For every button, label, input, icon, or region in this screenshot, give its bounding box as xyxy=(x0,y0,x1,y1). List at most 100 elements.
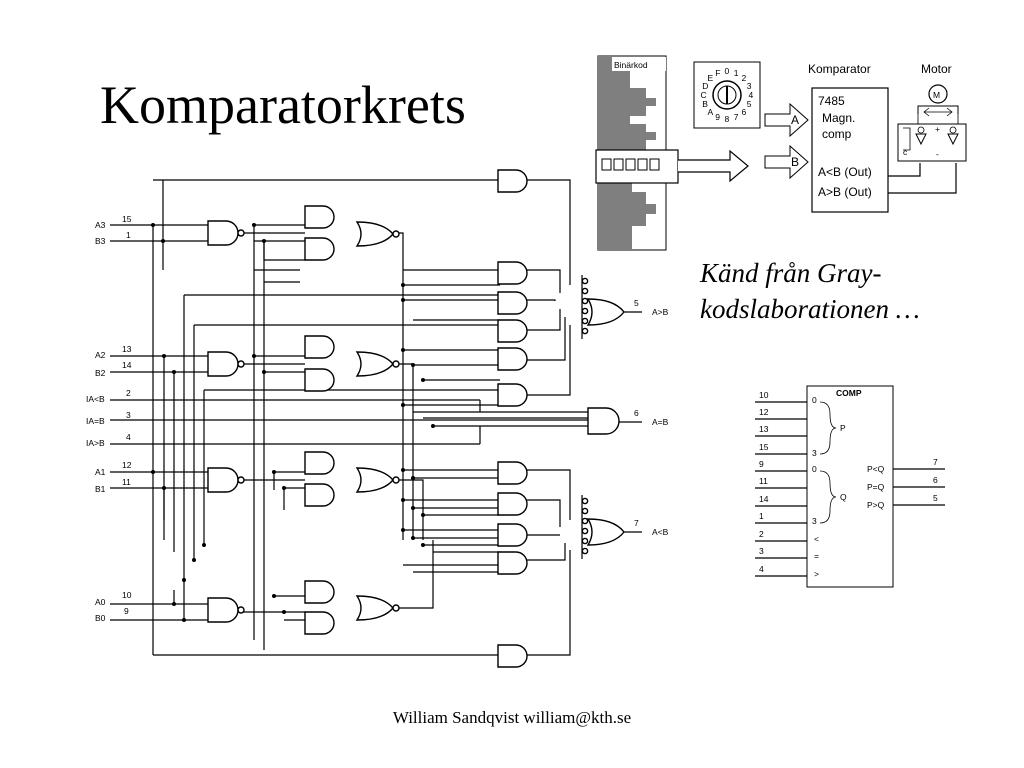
dial-char: F xyxy=(715,68,720,78)
and-gate xyxy=(497,492,528,516)
dial-char: 7 xyxy=(734,112,739,122)
wire xyxy=(524,309,561,331)
comp-pin-number: 15 xyxy=(759,442,769,452)
junction-dot xyxy=(431,424,435,428)
comp-pin-number: 13 xyxy=(759,424,769,434)
q-bit-0: 0 xyxy=(812,464,817,474)
input-label-a0: A0 xyxy=(95,597,106,607)
and-gate xyxy=(497,291,528,315)
junction-dot xyxy=(172,370,176,374)
input-pin-b1: 11 xyxy=(122,477,131,487)
q-label: Q xyxy=(840,492,847,502)
dial-char: E xyxy=(708,73,714,83)
and-gate xyxy=(304,368,335,392)
input-label-a2: A2 xyxy=(95,350,106,360)
p-bit-3: 3 xyxy=(812,448,817,458)
input-pin-a1: 12 xyxy=(122,460,132,470)
input-pin-iaeqb: 3 xyxy=(126,410,131,420)
chip-out-lt: A<B (Out) xyxy=(818,165,872,179)
wire xyxy=(524,469,571,520)
input-label-b0: B0 xyxy=(95,613,106,623)
and-gate xyxy=(304,483,335,507)
comp-out-label: P=Q xyxy=(867,482,885,492)
junction-dot xyxy=(262,370,266,374)
binary-label: Binärkod xyxy=(614,60,648,70)
junction-dot xyxy=(151,470,155,474)
dial-char: 9 xyxy=(715,112,720,122)
nor-gate xyxy=(355,595,394,621)
caption: Känd från Gray- kodslaborationen … xyxy=(700,255,1000,327)
inverter-bubble xyxy=(237,476,245,484)
junction-dot xyxy=(421,378,425,382)
comp-out-pin: 7 xyxy=(933,457,938,467)
arrow-to-b xyxy=(678,149,749,183)
junction-dot xyxy=(401,283,405,287)
input-pin-b3: 1 xyxy=(126,230,131,240)
comp-outputs: P<Q7P=Q6P>Q5 xyxy=(867,457,945,510)
and-gate xyxy=(304,205,335,229)
comp-pin-number: 14 xyxy=(759,494,769,504)
input-label-ialtb: IA<B xyxy=(86,394,105,404)
cascade-gt: > xyxy=(814,569,819,579)
caption-line-1: Känd från Gray- xyxy=(700,258,882,288)
dial-char: D xyxy=(702,81,708,91)
wire xyxy=(524,317,566,361)
junction-dot xyxy=(272,470,276,474)
and-gate xyxy=(304,580,335,604)
inverter-bubble xyxy=(392,360,400,368)
q-bit-3: 3 xyxy=(812,516,817,526)
arrow-a-label: A xyxy=(791,113,799,127)
wire-lt-to-motor xyxy=(888,163,921,177)
caption-line-2: kodslaborationen … xyxy=(700,294,920,324)
wire-gt-to-motor xyxy=(888,163,957,194)
junction-dot xyxy=(401,498,405,502)
junction-dot xyxy=(282,610,286,614)
and-gate xyxy=(497,644,528,668)
junction-dot xyxy=(401,528,405,532)
wire xyxy=(524,550,571,656)
comparator-label: Komparator xyxy=(808,62,871,76)
read-cell-2 xyxy=(613,158,624,171)
junction-dot xyxy=(161,239,165,243)
junction-dot xyxy=(411,476,415,480)
schematic-labels: A3 15 B3 1 A2 13 B2 14 IA<B 2 IA=B 3 IA>… xyxy=(86,214,669,623)
footer: William Sandqvist william@kth.se xyxy=(392,708,632,727)
and-gate xyxy=(497,169,528,193)
wire xyxy=(524,179,571,285)
junction-dot xyxy=(182,618,186,622)
inverter-bubble xyxy=(237,360,245,368)
or-gate xyxy=(586,518,625,546)
junction-dot xyxy=(252,354,256,358)
and-gate xyxy=(497,347,528,371)
input-label-iaeqb: IA=B xyxy=(86,416,105,426)
input-label-b1: B1 xyxy=(95,484,106,494)
junction-dot xyxy=(421,543,425,547)
output-pin-altb: 7 xyxy=(634,518,639,528)
dial-char: 8 xyxy=(725,114,730,124)
output-label-aeqb: A=B xyxy=(652,417,669,427)
wire xyxy=(524,543,566,561)
svg-text:-: - xyxy=(936,149,939,159)
junction-dot xyxy=(421,513,425,517)
dial-char: 4 xyxy=(749,90,754,100)
dial-char: 3 xyxy=(747,81,752,91)
input-pin-a3: 15 xyxy=(122,214,132,224)
arrow-b-label: B xyxy=(791,155,799,169)
binary-label-bg xyxy=(612,57,666,71)
cascade-lt: < xyxy=(814,534,819,544)
cascade-eq: = xyxy=(814,551,819,561)
and-gate xyxy=(304,335,335,359)
inverter-bubble xyxy=(392,476,400,484)
wire xyxy=(524,499,561,527)
inverter-bubble xyxy=(237,229,245,237)
wire xyxy=(395,540,434,609)
output-pin-aeqb: 6 xyxy=(634,408,639,418)
junction-dot xyxy=(411,536,415,540)
junction-dot xyxy=(192,558,196,562)
